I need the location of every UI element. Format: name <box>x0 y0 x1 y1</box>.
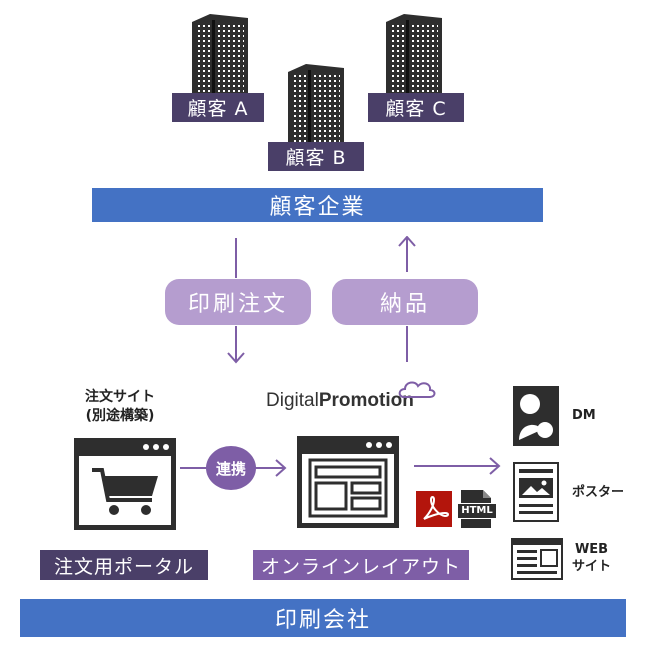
print-order-pill: 印刷注文 <box>165 279 311 325</box>
poster-icon <box>513 462 559 522</box>
website-icon <box>511 538 563 580</box>
print-company-band: 印刷会社 <box>20 599 626 637</box>
link-badge-label: 連携 <box>215 459 246 478</box>
cloud-icon <box>398 381 436 398</box>
website-label-line1: WEB <box>574 542 609 557</box>
link-badge: 連携 <box>206 446 256 490</box>
order-site-note: 注文サイト (別途構築) <box>62 388 178 426</box>
order-arrow-down-icon <box>227 238 245 364</box>
dm-icon <box>513 386 559 446</box>
logo-promotion-text: Promotion <box>318 390 414 411</box>
layout-window-icon <box>297 436 399 528</box>
pdf-file-icon <box>416 491 452 527</box>
html-file-label: HTML <box>457 503 497 519</box>
order-site-note-line1: 注文サイト <box>85 389 155 405</box>
poster-label: ポスター <box>572 485 625 500</box>
html-file-icon: HTML <box>457 490 497 528</box>
portal-window-icon <box>74 438 176 530</box>
building-a-icon <box>192 14 248 96</box>
customer-c-label: 顧客 C <box>368 93 464 122</box>
customer-b-label: 顧客 B <box>268 142 364 171</box>
customer-companies-band: 顧客企業 <box>92 188 543 222</box>
digital-promotion-logo: DigitalPromotion <box>266 390 414 416</box>
shopping-cart-icon <box>92 468 158 515</box>
building-b-icon <box>288 64 344 146</box>
website-label: WEB サイト <box>572 541 611 575</box>
website-label-line2: サイト <box>572 559 612 574</box>
order-site-note-line2: (別途構築) <box>85 408 155 424</box>
building-c-icon <box>386 14 442 96</box>
delivery-pill: 納品 <box>332 279 478 325</box>
order-portal-label: 注文用ポータル <box>40 550 208 580</box>
logo-digital-text: Digital <box>266 390 319 411</box>
delivery-arrow-up-icon <box>398 236 416 362</box>
dm-label: DM <box>572 408 596 423</box>
online-layout-label: オンラインレイアウト <box>253 550 469 580</box>
customer-a-label: 顧客 A <box>172 93 264 122</box>
output-arrow-icon <box>414 457 501 475</box>
